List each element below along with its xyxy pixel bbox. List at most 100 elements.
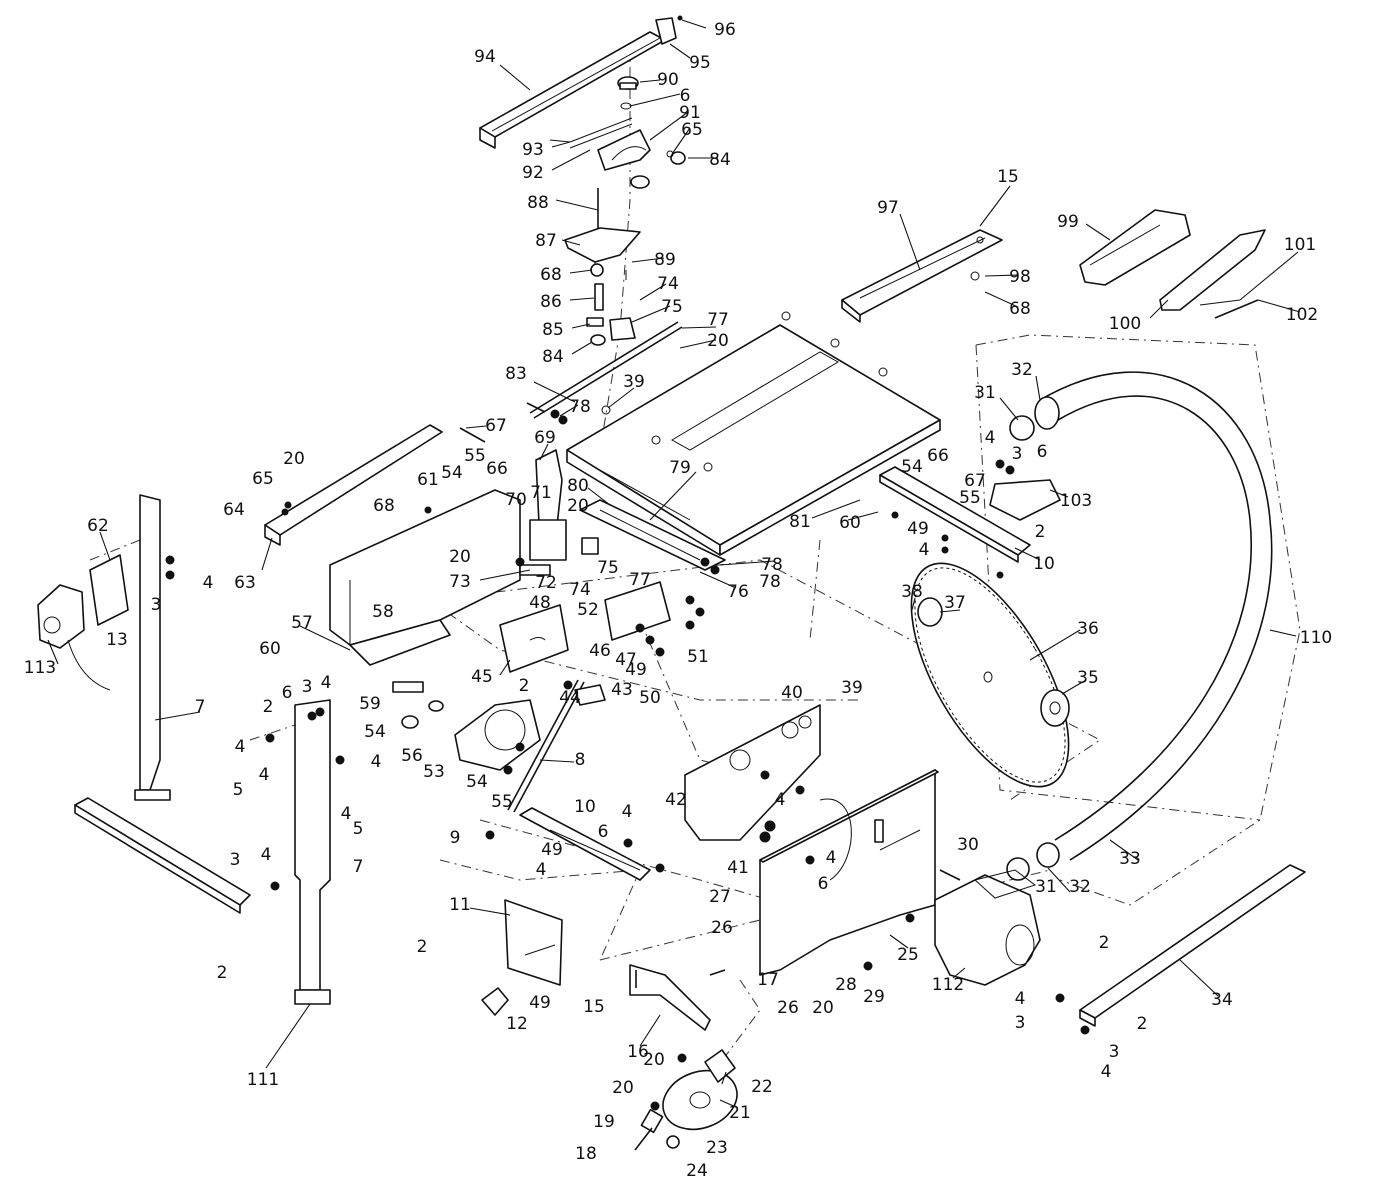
part-callout: 96 — [714, 20, 736, 40]
part-callout: 48 — [529, 593, 551, 613]
part-callout: 94 — [474, 47, 496, 67]
part-callout: 54 — [901, 457, 923, 477]
motor-bracket — [454, 679, 606, 813]
part-callout: 8 — [575, 750, 586, 770]
part-callout: 78 — [569, 397, 591, 417]
part-callout: 87 — [535, 231, 557, 251]
part-callout: 49 — [625, 660, 647, 680]
part-callout: 2 — [417, 937, 428, 957]
part-callout: 42 — [665, 790, 687, 810]
part-callout: 3 — [151, 595, 162, 615]
part-callout: 26 — [711, 918, 733, 938]
part-callout: 90 — [657, 70, 679, 90]
part-callout: 68 — [373, 496, 395, 516]
part-callout: 77 — [629, 570, 651, 590]
part-callout: 66 — [486, 459, 508, 479]
part-callout: 54 — [364, 722, 386, 742]
fence-rail — [526, 402, 726, 571]
part-callout: 56 — [401, 746, 423, 766]
height-adjust-parts — [481, 899, 738, 1151]
part-callout: 47 — [615, 650, 637, 670]
lower-arm — [519, 807, 651, 881]
part-callout: 7 — [195, 697, 206, 717]
part-callout: 31 — [974, 383, 996, 403]
part-callout: 78 — [761, 555, 783, 575]
part-callout: 17 — [757, 970, 779, 990]
part-callout: 4 — [259, 765, 270, 785]
part-callout: 2 — [1137, 1014, 1148, 1034]
part-callout: 53 — [423, 762, 445, 782]
part-callout: 66 — [927, 446, 949, 466]
part-callout: 6 — [282, 683, 293, 703]
part-callout: 24 — [686, 1161, 708, 1181]
part-callout: 32 — [1011, 360, 1033, 380]
part-callout: 5 — [233, 780, 244, 800]
part-callout: 72 — [535, 573, 557, 593]
part-callout: 77 — [707, 310, 729, 330]
part-callout: 76 — [727, 582, 749, 602]
part-callout: 88 — [527, 193, 549, 213]
part-callout: 112 — [932, 975, 964, 995]
part-callout: 93 — [522, 140, 544, 160]
part-callout: 38 — [901, 582, 923, 602]
part-callout: 55 — [491, 792, 513, 812]
part-callout: 86 — [540, 292, 562, 312]
part-callout: 15 — [997, 167, 1019, 187]
part-callout: 33 — [1119, 849, 1141, 869]
blade-guard — [1079, 209, 1266, 319]
part-callout: 60 — [259, 639, 281, 659]
switch-box — [37, 554, 129, 691]
part-callout: 98 — [1009, 267, 1031, 287]
part-callout: 95 — [689, 53, 711, 73]
part-callout: 40 — [781, 683, 803, 703]
part-callout: 31 — [1035, 877, 1057, 897]
part-callout: 28 — [835, 975, 857, 995]
part-callout: 100 — [1109, 314, 1141, 334]
part-callout: 13 — [106, 630, 128, 650]
part-callout: 6 — [598, 822, 609, 842]
part-callout: 39 — [841, 678, 863, 698]
part-callout: 54 — [441, 463, 463, 483]
part-callout: 50 — [639, 688, 661, 708]
part-callout: 46 — [589, 641, 611, 661]
part-callout: 3 — [1109, 1042, 1120, 1062]
part-callout: 2 — [1035, 522, 1046, 542]
part-callout: 30 — [957, 835, 979, 855]
part-callout: 10 — [574, 797, 596, 817]
part-callout: 12 — [506, 1014, 528, 1034]
part-callout: 32 — [1069, 877, 1091, 897]
part-callout: 4 — [775, 790, 786, 810]
part-callout: 75 — [661, 297, 683, 317]
dust-chute — [329, 489, 521, 729]
saw-table — [566, 311, 941, 556]
part-callout: 59 — [359, 694, 381, 714]
assembly-guide-lines — [89, 45, 1301, 1091]
part-callout: 68 — [540, 265, 562, 285]
part-callout: 6 — [1037, 442, 1048, 462]
saw-blade — [910, 562, 1070, 788]
part-callout: 41 — [727, 858, 749, 878]
part-callout: 99 — [1057, 212, 1079, 232]
leader-lines — [47, 19, 1301, 1109]
part-callout: 51 — [687, 647, 709, 667]
part-callout: 2 — [1099, 933, 1110, 953]
part-callout: 68 — [1009, 299, 1031, 319]
part-callout: 57 — [291, 613, 313, 633]
part-callout: 111 — [247, 1070, 279, 1090]
part-callout: 6 — [680, 86, 691, 106]
part-callout: 60 — [839, 513, 861, 533]
part-callout: 4 — [826, 848, 837, 868]
part-callout: 70 — [505, 490, 527, 510]
part-callout: 69 — [534, 428, 556, 448]
part-callout: 89 — [654, 250, 676, 270]
part-callout: 2 — [519, 676, 530, 696]
part-callout: 4 — [919, 540, 930, 560]
part-callout: 2 — [263, 697, 274, 717]
part-callout: 4 — [371, 752, 382, 772]
part-callout: 4 — [536, 860, 547, 880]
part-callout: 4 — [321, 673, 332, 693]
part-callout: 20 — [612, 1078, 634, 1098]
part-callout: 27 — [709, 887, 731, 907]
part-callout: 43 — [611, 680, 633, 700]
